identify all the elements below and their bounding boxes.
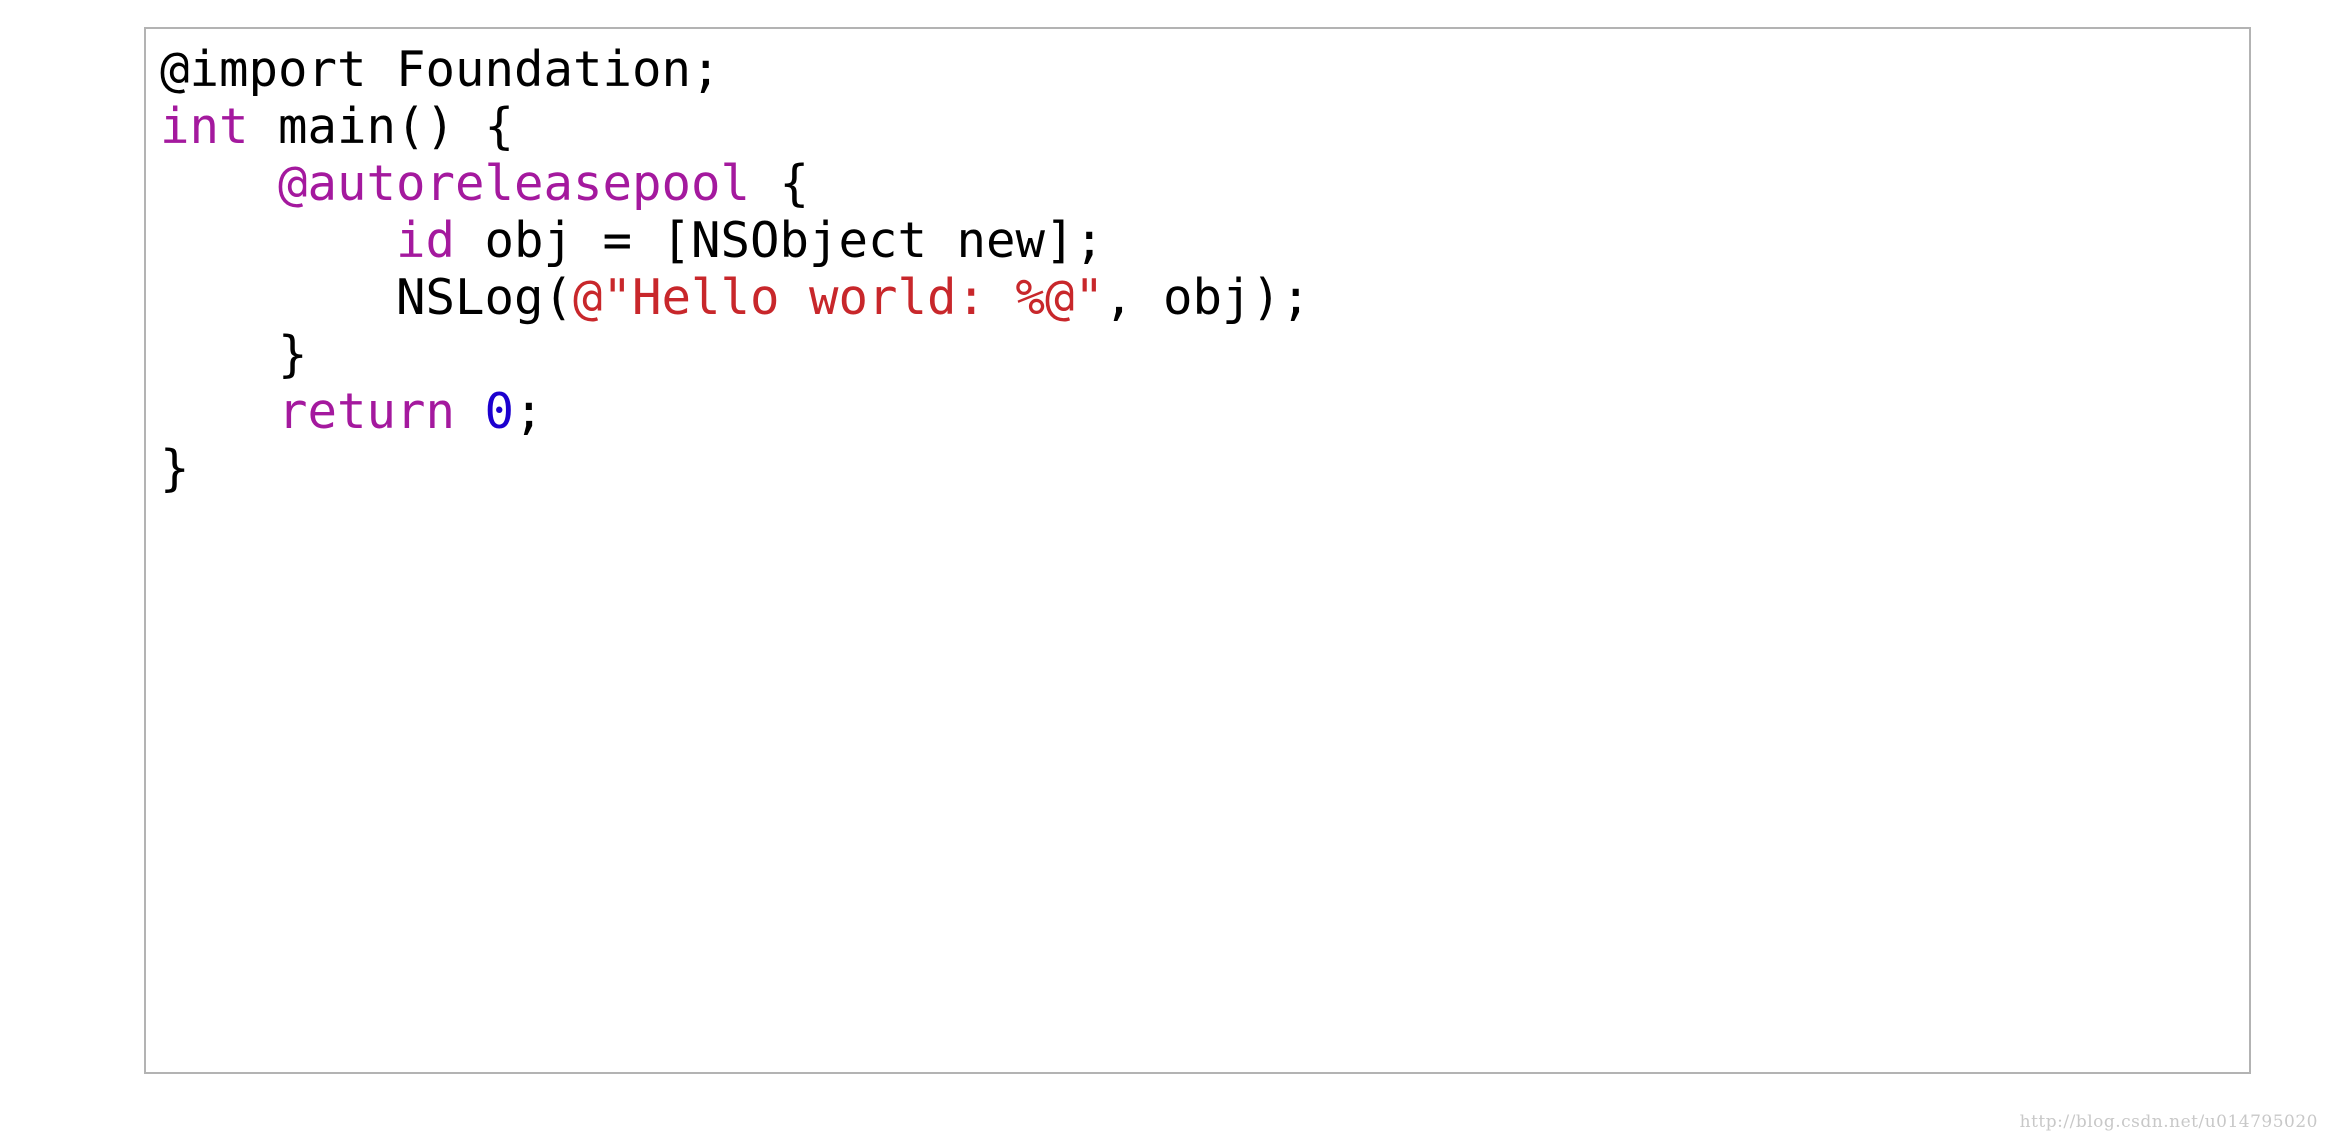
code-token: @"Hello world: %@" — [573, 269, 1105, 326]
code-line-6: } — [160, 326, 1311, 383]
code-line-2: int main() { — [160, 98, 1311, 155]
code-token: obj = [NSObject new]; — [455, 212, 1105, 269]
code-token: , obj); — [1104, 269, 1311, 326]
code-line-4: id obj = [NSObject new]; — [160, 212, 1311, 269]
code-token — [160, 155, 278, 212]
code-token: return — [278, 383, 456, 440]
code-token: } — [160, 326, 308, 383]
code-token — [455, 383, 485, 440]
code-token: { — [750, 155, 810, 212]
watermark-text: http://blog.csdn.net/u014795020 — [2019, 1112, 2318, 1132]
code-token: ; — [514, 383, 544, 440]
code-token: main() { — [248, 98, 515, 155]
code-line-1: @import Foundation; — [160, 41, 1311, 98]
code-token: } — [160, 440, 190, 497]
code-token: int — [160, 98, 249, 155]
code-token — [160, 212, 396, 269]
code-editor-panel[interactable]: @import Foundation;int main() { @autorel… — [144, 27, 2251, 1074]
code-token — [160, 383, 278, 440]
code-token: 0 — [484, 383, 515, 440]
code-block[interactable]: @import Foundation;int main() { @autorel… — [160, 41, 1311, 497]
code-token: @autoreleasepool — [278, 155, 751, 212]
code-token: NSLog( — [160, 269, 574, 326]
code-line-3: @autoreleasepool { — [160, 155, 1311, 212]
code-token: id — [396, 212, 456, 269]
code-line-7: return 0; — [160, 383, 1311, 440]
code-token: @import Foundation; — [160, 41, 721, 98]
code-line-5: NSLog(@"Hello world: %@", obj); — [160, 269, 1311, 326]
code-line-8: } — [160, 440, 1311, 497]
